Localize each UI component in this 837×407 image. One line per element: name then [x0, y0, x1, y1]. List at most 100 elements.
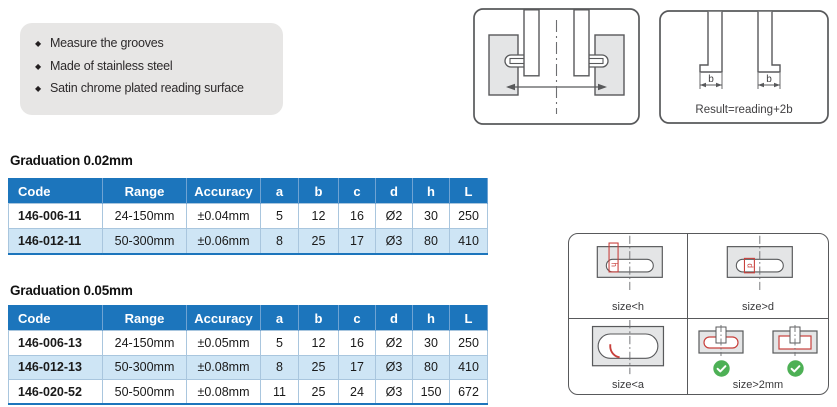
dimension-b-label: b [766, 74, 772, 85]
features-box: ◆ Measure the grooves ◆ Made of stainles… [20, 23, 283, 115]
dim-cell: 24 [338, 379, 376, 405]
size-guide-cell-h: h size<h [569, 234, 688, 319]
spec-table-graduation-005: Code Range Accuracy a b c d h L 146-006-… [8, 305, 488, 405]
column-header: L [449, 178, 488, 204]
table-row: 146-020-52 50-500mm ±0.08mm 11 25 24 Ø3 … [8, 379, 488, 405]
dim-cell: 410 [449, 354, 488, 380]
dim-cell: Ø3 [375, 379, 413, 405]
size-guide-caption: size>d [741, 301, 775, 313]
dim-cell: 16 [338, 330, 376, 356]
dim-cell: 80 [412, 228, 450, 254]
accuracy-cell: ±0.05mm [186, 330, 261, 356]
size-guide-caption: size<h [611, 301, 645, 313]
feature-text: Measure the grooves [49, 36, 164, 50]
feature-text: Made of stainless steel [49, 58, 173, 73]
dim-cell: 410 [449, 228, 488, 254]
dim-cell: 12 [298, 203, 339, 229]
section-heading-graduation-005: Graduation 0.05mm [10, 283, 133, 298]
table-row: 146-006-11 24-150mm ±0.04mm 5 12 16 Ø2 3… [8, 203, 488, 229]
dim-cell: 5 [260, 330, 299, 356]
dim-cell: 25 [298, 379, 339, 405]
dim-cell: Ø3 [375, 354, 413, 380]
dim-cell: 8 [260, 228, 299, 254]
code-cell: 146-006-11 [8, 203, 103, 229]
result-formula-diagram: b b Result=reading+2b [659, 10, 829, 124]
column-header: Code [8, 178, 103, 204]
dim-cell: 12 [298, 330, 339, 356]
dim-d-label: d [745, 263, 754, 268]
accuracy-cell: ±0.08mm [186, 354, 261, 380]
column-header: b [298, 178, 339, 204]
rounded-slot-diagram [698, 325, 744, 356]
column-header: Accuracy [186, 305, 261, 331]
check-icon [786, 360, 804, 377]
accuracy-cell: ±0.08mm [186, 379, 261, 405]
feature-text: Satin chrome plated reading surface [49, 81, 244, 95]
table-header-row: Code Range Accuracy a b c d h L [8, 178, 488, 204]
size-guide-cell-a: size<a [569, 319, 688, 394]
dim-cell: 5 [260, 203, 299, 229]
table-header-row: Code Range Accuracy a b c d h L [8, 305, 488, 331]
dimension-b-label: b [708, 74, 714, 85]
column-header: c [338, 305, 376, 331]
code-cell: 146-012-13 [8, 354, 103, 380]
column-header: a [260, 305, 299, 331]
square-slot-example [770, 325, 820, 377]
range-cell: 50-300mm [102, 354, 187, 380]
rounded-slot-example [696, 325, 746, 377]
table-row: 146-006-13 24-150mm ±0.05mm 5 12 16 Ø2 3… [8, 330, 488, 356]
range-cell: 50-300mm [102, 228, 187, 254]
column-header: c [338, 178, 376, 204]
table-row: 146-012-13 50-300mm ±0.08mm 8 25 17 Ø3 8… [8, 354, 488, 380]
dim-cell: 30 [412, 330, 450, 356]
spec-table-graduation-002: Code Range Accuracy a b c d h L 146-006-… [8, 178, 488, 255]
size-guide-cell-2mm: size>2mm [688, 319, 828, 394]
slot-diagram-a [591, 320, 665, 375]
dim-cell: 8 [260, 354, 299, 380]
groove-measurement-diagram [473, 8, 640, 125]
dim-cell: Ø3 [375, 228, 413, 254]
range-cell: 24-150mm [102, 330, 187, 356]
check-icon [712, 360, 730, 377]
table-row: 146-012-11 50-300mm ±0.06mm 8 25 17 Ø3 8… [8, 228, 488, 254]
column-header: Range [102, 305, 187, 331]
diamond-bullet-icon: ◆ [35, 39, 41, 48]
diamond-bullet-icon: ◆ [35, 84, 41, 93]
feature-item: ◆ Measure the grooves [35, 36, 273, 50]
column-header: Accuracy [186, 178, 261, 204]
result-formula-text: Result=reading+2b [695, 104, 792, 116]
accuracy-cell: ±0.06mm [186, 228, 261, 254]
column-header: a [260, 178, 299, 204]
section-heading-graduation-002: Graduation 0.02mm [10, 153, 133, 168]
column-header: b [298, 305, 339, 331]
slot-diagram-d: d [726, 235, 793, 292]
range-cell: 24-150mm [102, 203, 187, 229]
size-guide-cell-d: d size>d [688, 234, 828, 319]
feature-item: ◆ Satin chrome plated reading surface [35, 81, 273, 95]
square-slot-diagram [772, 325, 818, 356]
column-header: Range [102, 178, 187, 204]
size-guide-caption: size>2mm [732, 379, 784, 391]
dim-cell: 672 [449, 379, 488, 405]
column-header: L [449, 305, 488, 331]
column-header: h [412, 178, 450, 204]
slot-diagram-h: h [596, 235, 663, 292]
dim-cell: 16 [338, 203, 376, 229]
accuracy-cell: ±0.04mm [186, 203, 261, 229]
size-guide-panel: h size<h d size>d size<a [568, 233, 829, 395]
column-header: d [375, 305, 413, 331]
code-cell: 146-020-52 [8, 379, 103, 405]
code-cell: 146-012-11 [8, 228, 103, 254]
column-header: d [375, 178, 413, 204]
size-2mm-examples [696, 325, 820, 377]
dim-cell: Ø2 [375, 203, 413, 229]
diamond-bullet-icon: ◆ [35, 61, 41, 71]
dim-cell: 30 [412, 203, 450, 229]
dim-cell: 11 [260, 379, 299, 405]
dim-cell: 250 [449, 330, 488, 356]
dim-cell: 150 [412, 379, 450, 405]
dim-cell: 25 [298, 354, 339, 380]
dim-cell: 25 [298, 228, 339, 254]
dim-cell: Ø2 [375, 330, 413, 356]
